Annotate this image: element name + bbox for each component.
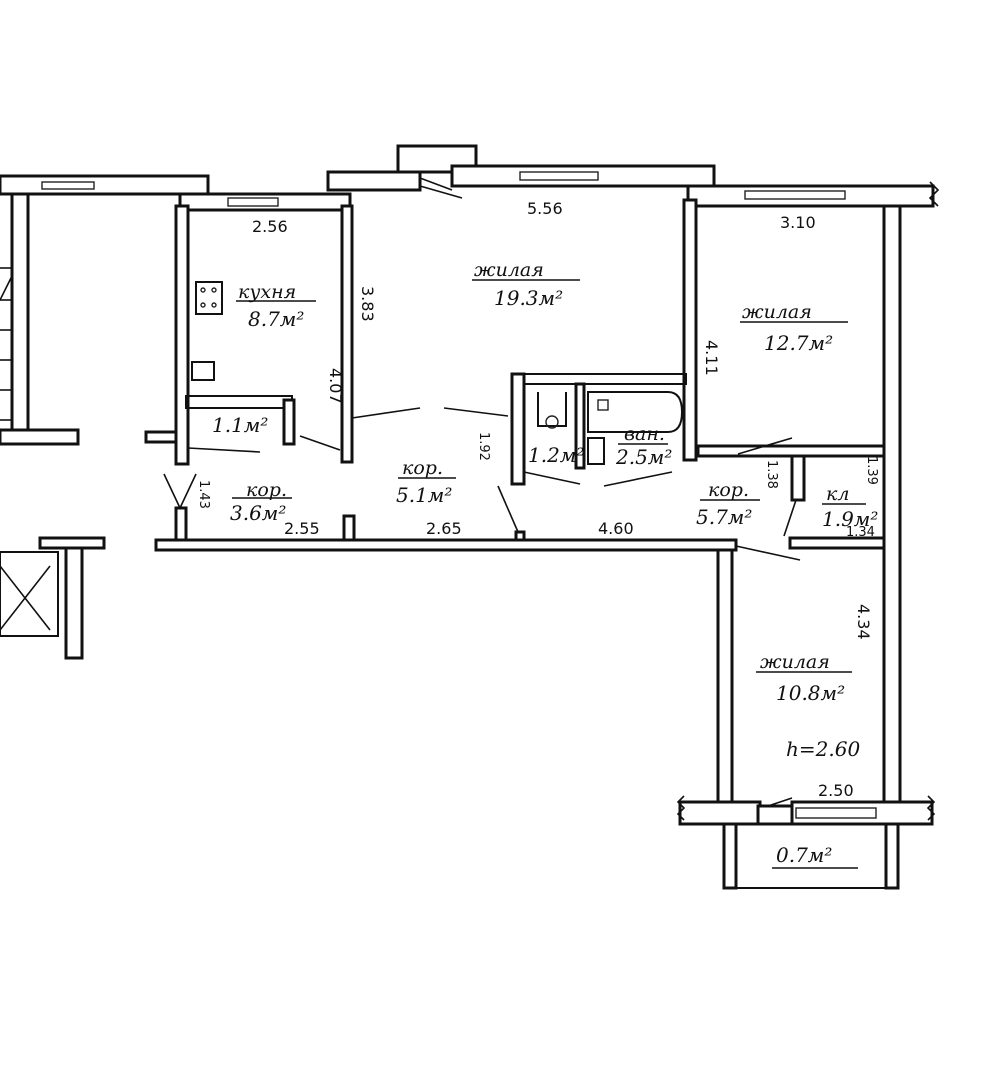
right-depth-dim: 4.11 [702, 340, 721, 376]
bath-area: 2.5м² [615, 445, 672, 469]
sink-icon [191, 361, 215, 381]
living-room-main: жилая 19.3м² 5.56 3.83 [351, 198, 698, 462]
living-main-name: жилая [474, 259, 544, 281]
corridor-center-area: 5.1м² [396, 483, 452, 507]
closet-name: кл [826, 483, 849, 505]
corridor-left-area: 3.6м² [230, 501, 286, 525]
pantry-area: 1.1м² [212, 413, 268, 437]
balcony-area: 0.7м² [776, 843, 832, 867]
bottom-window-dim: 2.50 [818, 781, 854, 800]
corridor-right-area: 5.7м² [696, 505, 752, 529]
closet-area: 1.9м² [822, 507, 878, 531]
corridor-seg3-dim: 4.60 [598, 519, 634, 538]
corridor-center-width-dim: 1.92 [476, 432, 491, 461]
main-depth-dim: 3.83 [358, 286, 377, 322]
living-bottom-name: жилая [760, 651, 830, 673]
ceiling-height: h=2.60 [786, 737, 860, 761]
corridor-left-width-dim: 1.43 [196, 480, 211, 509]
corridor-right-name: кор. [708, 479, 749, 501]
stairwell [0, 192, 80, 446]
kitchen-depth-dim: 4.07 [326, 368, 345, 404]
corridor-left-name: кор. [246, 479, 287, 501]
living-right-area: 12.7м² [764, 331, 833, 355]
corridor-right-width-dim: 1.38 [764, 460, 779, 489]
corridor-seg1-dim: 2.55 [284, 519, 320, 538]
kitchen: кухня 8.7м² 1.1м² 2.56 4.07 [144, 204, 354, 466]
corridor: кор. 3.6м² кор. 5.1м² кор. 5.7м² 2.55 2.… [154, 432, 801, 561]
corridor-center-name: кор. [402, 457, 443, 479]
kitchen-area: 8.7м² [248, 307, 304, 331]
bottom-depth-dim: 4.34 [854, 604, 873, 640]
bath-name: ван. [624, 423, 665, 445]
right-width-dim: 3.10 [780, 213, 816, 232]
closet-width-dim: 1.39 [864, 456, 879, 485]
main-width-dim: 5.56 [527, 199, 563, 218]
elevator-shaft [0, 536, 106, 660]
corridor-seg2-dim: 2.65 [426, 519, 462, 538]
balcony: 0.7м² [722, 822, 900, 890]
exterior-wall-top [0, 144, 940, 212]
bathroom-block: 1.2м² ван. 2.5м² [510, 372, 687, 487]
stove-icon [195, 281, 223, 315]
living-right-name: жилая [742, 301, 812, 323]
living-main-area: 19.3м² [494, 286, 563, 310]
bathtub-icon [587, 391, 684, 433]
living-room-bottom: жилая 10.8м² h=2.60 2.50 4.34 [676, 548, 936, 826]
kitchen-width-dim: 2.56 [252, 217, 288, 236]
closet: кл 1.9м² 1.34 1.39 [783, 454, 886, 550]
toilet-icon [537, 392, 567, 427]
kitchen-name: кухня [238, 281, 296, 303]
wc-area: 1.2м² [528, 443, 584, 467]
living-bottom-area: 10.8м² [776, 681, 845, 705]
closet-depth-dim: 1.34 [846, 525, 875, 540]
